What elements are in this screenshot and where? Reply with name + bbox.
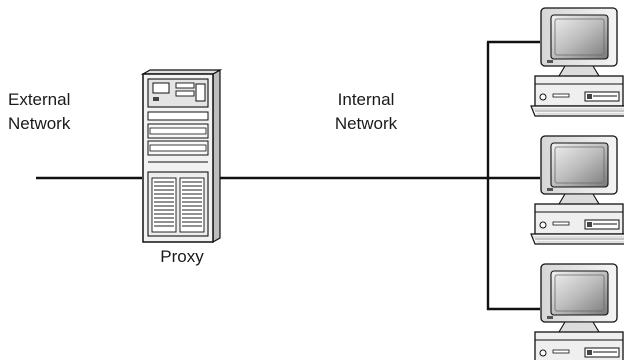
- proxy-server-icon: [140, 68, 223, 244]
- internal-network-label-line1: Internal: [337, 90, 395, 109]
- proxy-label: Proxy: [160, 247, 204, 266]
- external-network-label-line1: External: [8, 90, 71, 109]
- workstation-1-icon: [530, 7, 624, 117]
- workstation-3-icon: [530, 263, 624, 360]
- internal-network-label: Internal Network: [326, 88, 406, 136]
- internal-network-label-line2: Network: [334, 114, 398, 133]
- external-network-label-line2: Network: [8, 114, 71, 133]
- workstation-2-icon: [530, 135, 624, 245]
- external-network-label: External Network: [8, 88, 70, 136]
- internal-network-backbone: [486, 40, 540, 311]
